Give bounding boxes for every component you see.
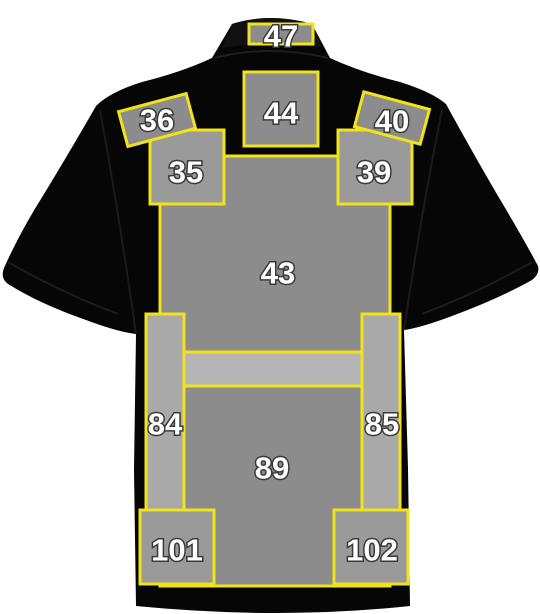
zone-44-label: 44	[264, 96, 299, 131]
zone-101-label: 101	[151, 533, 203, 568]
zone-36-label: 36	[140, 103, 174, 138]
zone-43-label: 43	[261, 256, 295, 291]
zone-102-label: 102	[346, 533, 398, 568]
zone-35-label: 35	[169, 155, 203, 190]
zone-47-label: 47	[264, 19, 298, 54]
zone-85-label: 85	[365, 407, 399, 442]
zone-40-label: 40	[375, 104, 409, 139]
zone-crossbar	[160, 352, 390, 386]
zone-84-label: 84	[148, 407, 183, 442]
zone-89-label: 89	[255, 451, 289, 486]
zone-39-label: 39	[357, 155, 391, 190]
